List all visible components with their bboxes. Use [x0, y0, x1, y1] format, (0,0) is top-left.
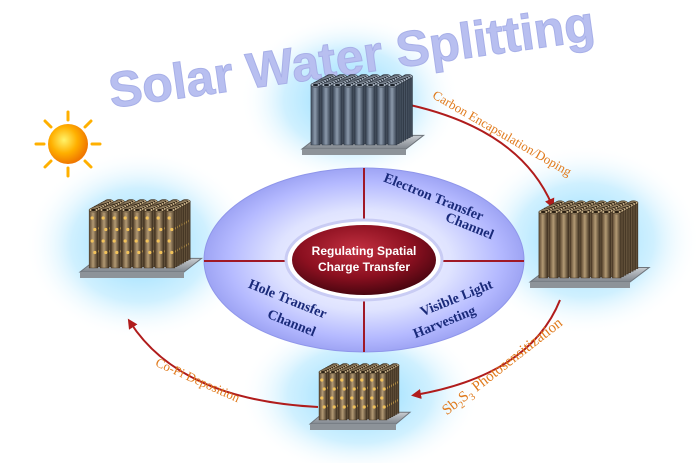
sun-icon — [34, 110, 102, 178]
center-label-line2: Charge Transfer — [318, 260, 410, 274]
center-core — [292, 225, 436, 295]
step-carbon-label: Carbon Encapsulation/Doping — [430, 87, 575, 179]
tube-array-dots — [78, 199, 204, 278]
tube-array-gray — [300, 74, 426, 155]
center-label-line1: Regulating Spatial — [312, 244, 417, 258]
step-copi-label: Co-Pi Deposition — [153, 355, 242, 406]
arrow-bottom-to-left — [127, 318, 319, 408]
arrow-top-to-right — [409, 104, 555, 209]
arrow-right-to-bottom — [411, 299, 561, 399]
tube-array-brown-dots — [308, 363, 412, 430]
tube-array-brown — [528, 200, 651, 288]
